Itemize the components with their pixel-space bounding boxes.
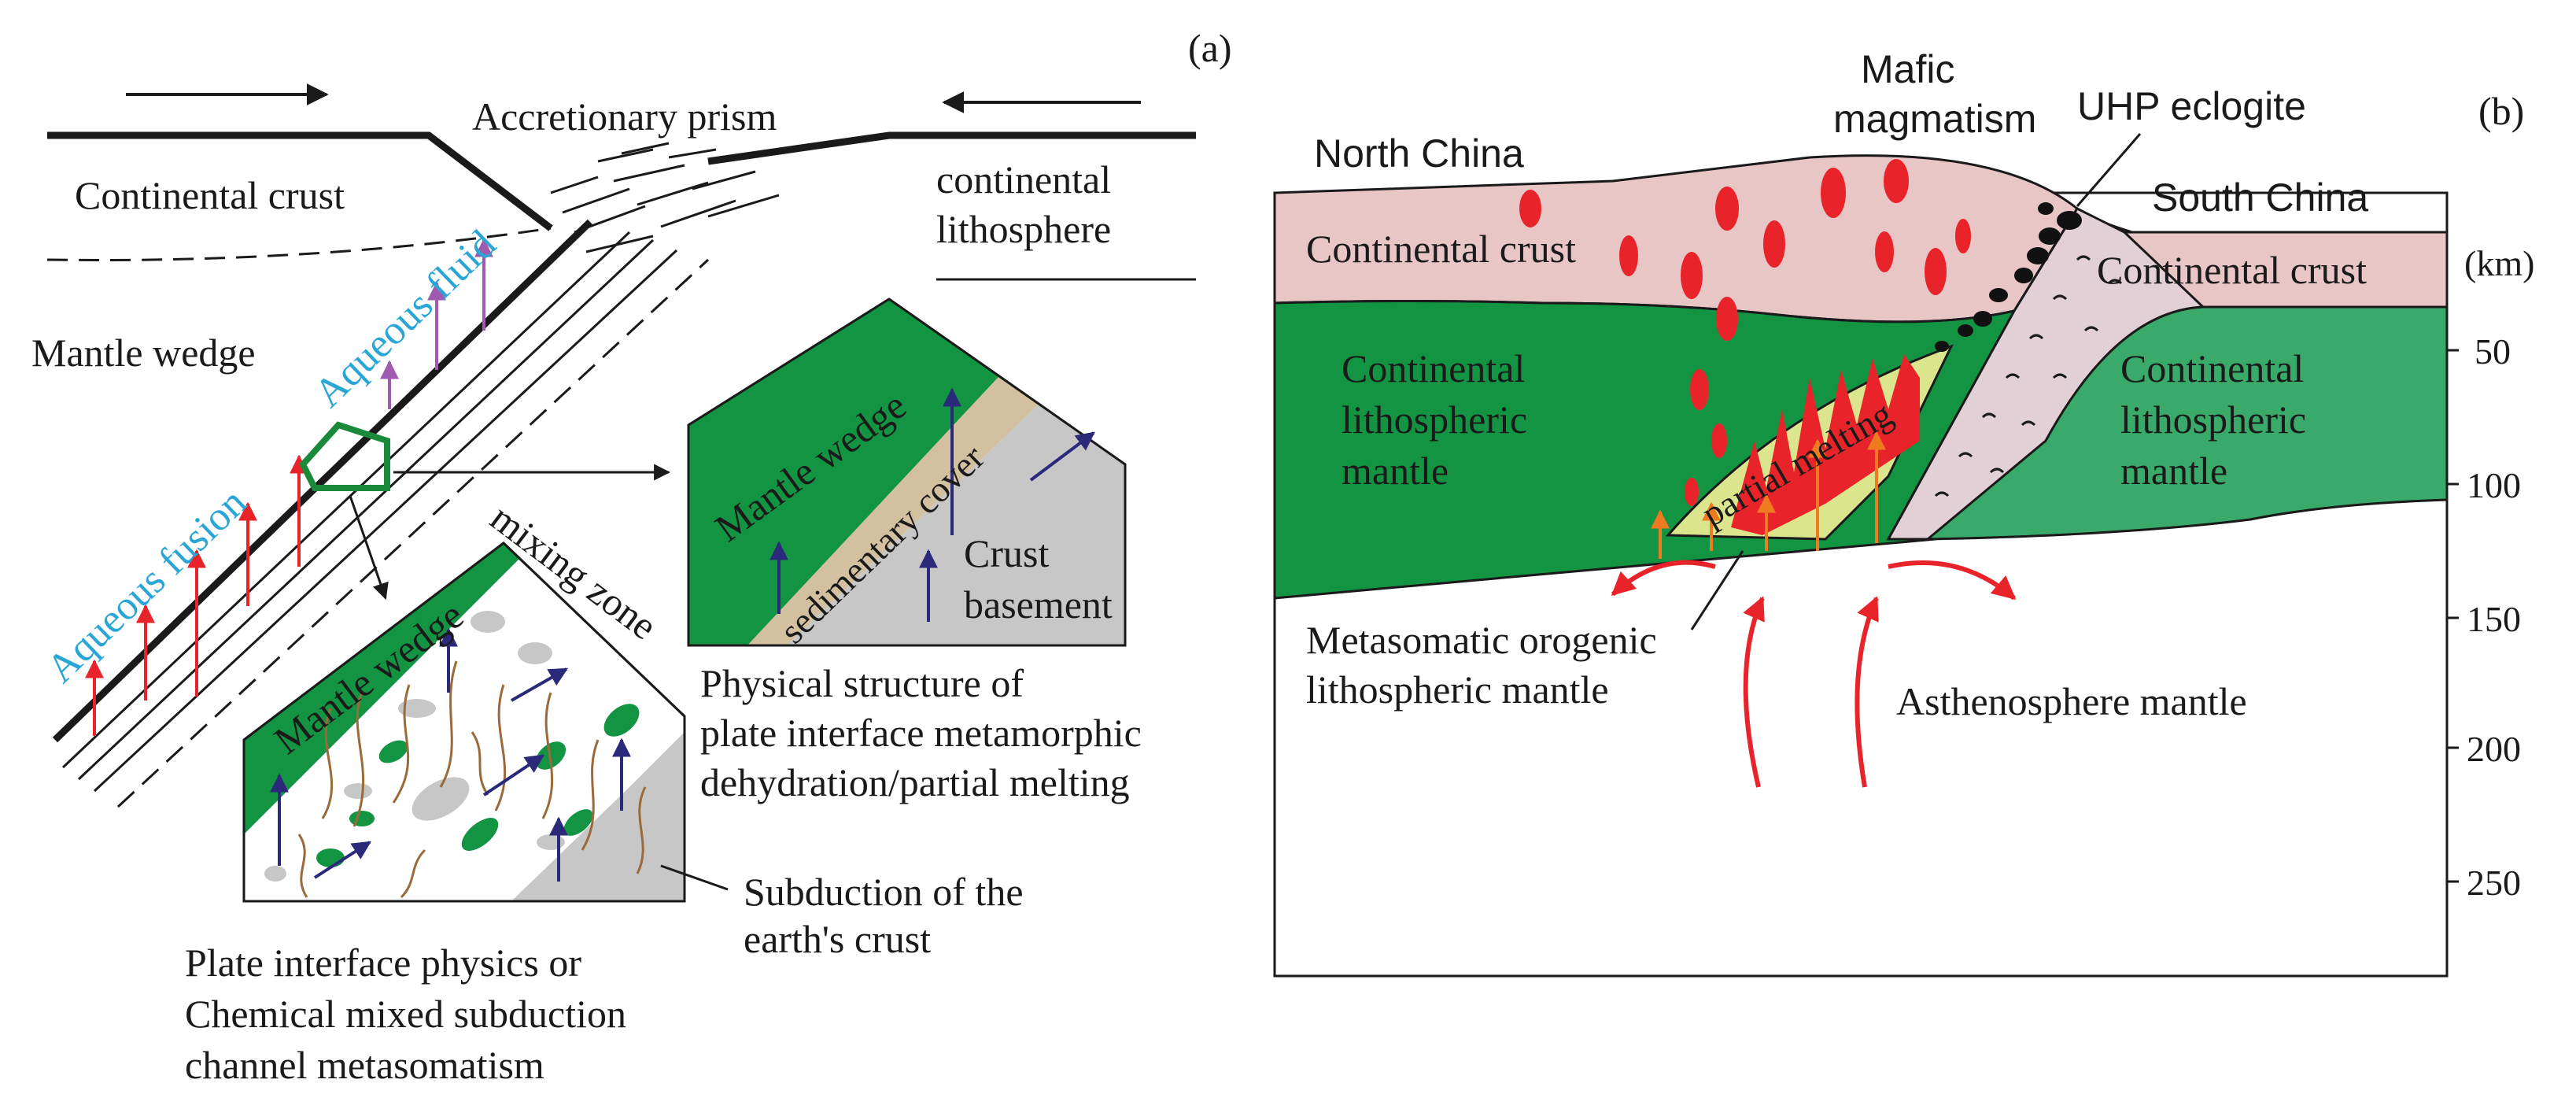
inset-physical-structure: Mantle wedge sedimentary cover Crust bas… xyxy=(687,298,1127,651)
continental-crust-label: Continental crust xyxy=(75,173,345,217)
physical-structure-label-2: plate interface metamorphic xyxy=(700,711,1142,755)
asthenosphere-flow-arrows xyxy=(1611,560,2017,788)
aqueous-arrows-purple xyxy=(380,238,493,409)
slab-base-dashed xyxy=(116,258,710,808)
plate-interface-label-2: Chemical mixed subduction xyxy=(185,992,626,1036)
depth-tick-100: 100 xyxy=(2467,465,2521,505)
crust-basement-zone xyxy=(787,405,1125,645)
panel-b-tag: (b) xyxy=(2478,89,2524,133)
clm-right-label-2: lithospheric xyxy=(2120,397,2306,442)
inset-mantle-wedge-zone xyxy=(688,299,999,645)
asthenosphere-label: Asthenosphere mantle xyxy=(1896,679,2247,723)
inset-mixing-zone: Mantle wedge mixing zone xyxy=(242,495,686,903)
uhp-eclogite-label: UHP eclogite xyxy=(2077,84,2306,128)
subduction-crust-label-1: Subduction of the xyxy=(744,870,1024,914)
subduction-crust-pointer xyxy=(660,864,729,891)
continental-lithosphere-label-1: continental xyxy=(936,157,1111,201)
depth-axis: (km) 50 100 150 200 250 xyxy=(2447,243,2534,903)
uhp-pointer xyxy=(2076,133,2142,207)
metasomatic-label-2: lithospheric mantle xyxy=(1306,667,1609,712)
slab-line-4 xyxy=(93,249,678,793)
depth-unit: (km) xyxy=(2464,243,2534,283)
physical-structure-label-3: dehydration/partial melting xyxy=(700,760,1130,804)
clm-left-label-1: Continental xyxy=(1342,346,1525,390)
metasomatic-label-1: Metasomatic orogenic xyxy=(1306,618,1657,662)
continental-crust-left-label: Continental crust xyxy=(1306,227,1576,271)
channel-dashes xyxy=(1934,255,2123,497)
mafic-label-2: magmatism xyxy=(1833,97,2036,141)
accretionary-prism-label: Accretionary prism xyxy=(472,94,777,139)
continental-crust-right-label: Continental crust xyxy=(2097,248,2367,292)
subduction-channel xyxy=(1886,207,2206,541)
mixing-inset-mantle xyxy=(244,543,519,834)
detail-box-marker xyxy=(299,421,390,491)
north-china-label: North China xyxy=(1314,131,1524,176)
depth-tick-250: 250 xyxy=(2467,863,2521,903)
slab-line-2 xyxy=(61,231,631,769)
melt-arrows xyxy=(1651,431,1886,559)
clm-right-label-3: mantle xyxy=(2120,449,2227,493)
clm-right-label-1: Continental xyxy=(2120,346,2304,390)
pointer-to-inset-left xyxy=(349,495,389,600)
panel-b: (b) xyxy=(1273,47,2534,978)
depth-tick-50: 50 xyxy=(2475,331,2511,372)
south-china-label: South China xyxy=(2152,176,2368,220)
physical-structure-label-1: Physical structure of xyxy=(700,661,1024,705)
clm-left-label-3: mantle xyxy=(1342,449,1449,493)
subduction-crust-label-2: earth's crust xyxy=(744,917,931,961)
continental-lithosphere-label-2: lithosphere xyxy=(936,207,1111,251)
mantle-wedge-label: Mantle wedge xyxy=(31,331,256,375)
sedimentary-cover-zone xyxy=(747,376,1039,645)
crust-basement-label-2: basement xyxy=(964,582,1113,627)
slab-line-3 xyxy=(77,238,655,781)
uhp-eclogite-bodies xyxy=(1935,202,2082,352)
aqueous-arrows-red xyxy=(85,454,308,736)
panel-a: (a) xyxy=(31,26,1232,1087)
metasomatic-pointer xyxy=(1690,550,1744,630)
mafic-label-1: Mafic xyxy=(1861,47,1954,91)
melt-flames xyxy=(1731,354,1920,535)
crust-basement-label-1: Crust xyxy=(964,531,1049,575)
accretionary-prism-hatch xyxy=(550,142,780,253)
depth-tick-200: 200 xyxy=(2467,729,2521,769)
clm-left-label-2: lithospheric xyxy=(1342,397,1527,442)
plate-interface-label-3: channel metasomatism xyxy=(185,1043,544,1087)
mafic-magma-bodies xyxy=(1519,159,1971,506)
plate-interface-label-1: Plate interface physics or xyxy=(185,941,581,985)
depth-tick-150: 150 xyxy=(2467,599,2521,639)
panel-a-tag: (a) xyxy=(1188,26,1232,70)
subducting-plate-surface xyxy=(707,131,1196,165)
overriding-plate-surface xyxy=(47,131,553,231)
moho-dashed xyxy=(46,227,552,261)
